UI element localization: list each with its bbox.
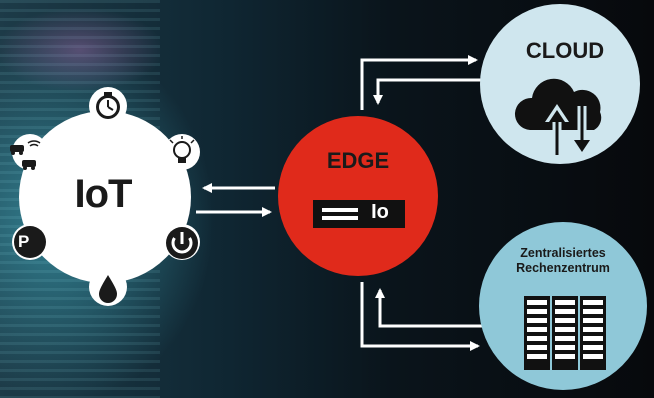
datacenter-label-line1: Zentralisiertes: [488, 246, 638, 261]
datacenter-label-line2: Rechenzentrum: [488, 261, 638, 276]
server-rack-icon: [524, 296, 606, 370]
edge-node: [278, 116, 438, 276]
edge-label: EDGE: [318, 148, 398, 174]
edge-cloud-arrows: [362, 60, 482, 110]
cloud-label: CLOUD: [510, 38, 620, 64]
datacenter-label: Zentralisiertes Rechenzentrum: [488, 246, 638, 276]
edge-datacenter-arrows: [362, 282, 487, 346]
edge-device-text: Io: [362, 201, 398, 224]
power-icon: [166, 227, 198, 259]
parking-glyph: P: [18, 232, 29, 252]
iot-label: IoT: [68, 172, 138, 217]
iot-edge-arrows: [196, 188, 275, 212]
